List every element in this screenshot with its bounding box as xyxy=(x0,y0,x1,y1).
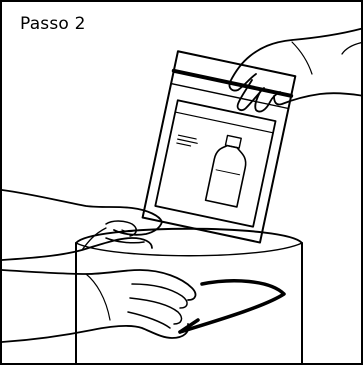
gloved-hand-left-upper xyxy=(2,190,162,260)
zip-bag xyxy=(143,51,296,242)
elastic-band xyxy=(180,281,284,332)
gloved-hand-left-lower xyxy=(2,270,195,342)
bottle-icon xyxy=(206,134,251,207)
gloved-hand-right-top xyxy=(229,28,363,112)
container-drum xyxy=(76,229,302,365)
label-icon xyxy=(177,135,198,147)
